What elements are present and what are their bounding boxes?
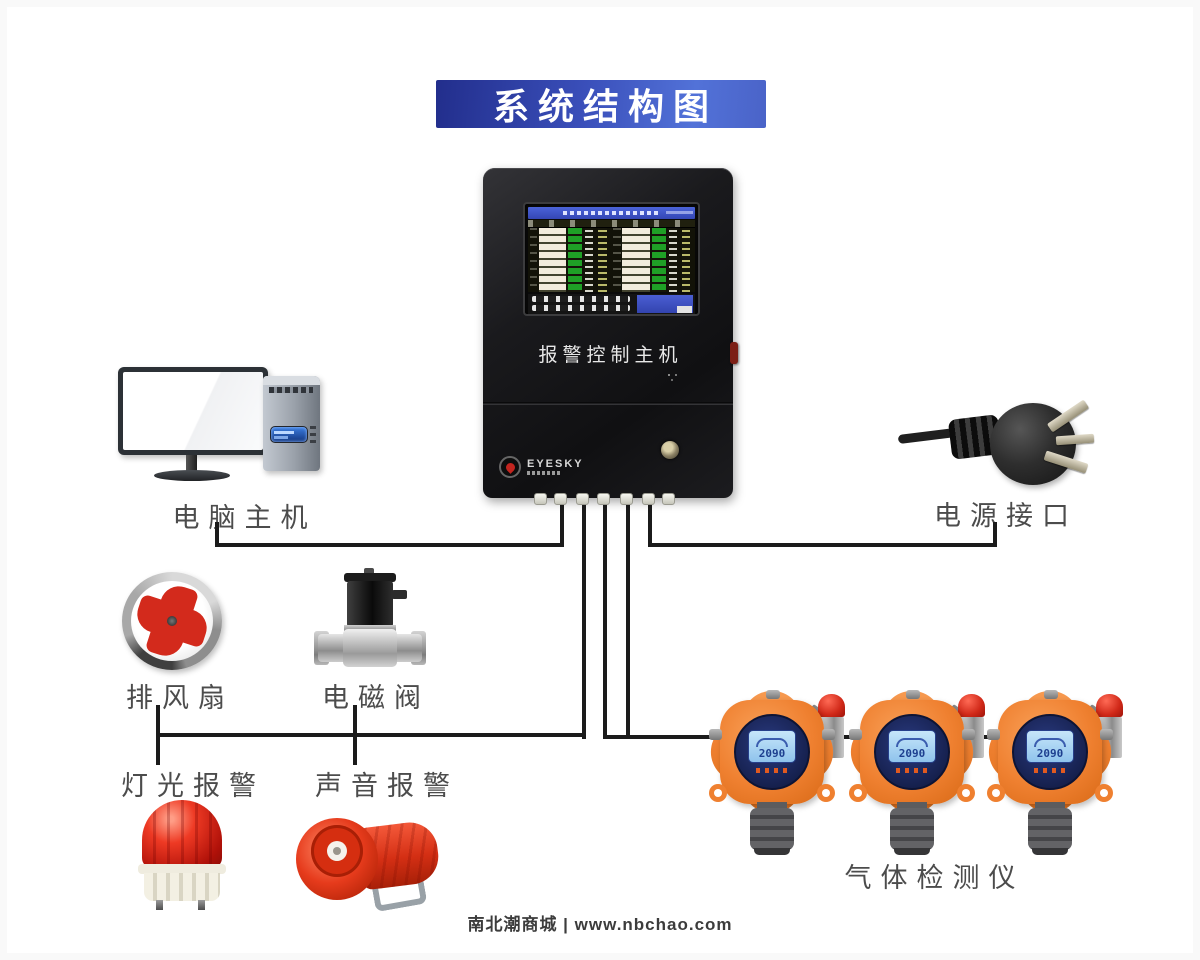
detector-reading: 2090	[758, 747, 786, 760]
wire-computer-h	[215, 543, 564, 547]
title-banner: 系统结构图	[436, 80, 766, 128]
channel-group-1	[529, 228, 612, 292]
detector-reading: 2090	[1036, 747, 1064, 760]
wire-actuator-bus	[156, 733, 586, 737]
detector-sensor	[890, 808, 934, 850]
door-seam	[483, 402, 733, 405]
beacon-dome	[142, 800, 222, 868]
controller-label: 报警控制主机	[538, 345, 683, 366]
exhaust-fan	[122, 572, 222, 670]
buzzer-vent-icon	[666, 372, 680, 382]
horn-speaker	[296, 810, 448, 918]
brand-logo: EYESKY	[499, 456, 584, 478]
gas-detector-3: 2090	[976, 678, 1135, 858]
brand-subtext	[527, 471, 561, 475]
alarm-controller: 报警控制主机 EYESKY	[483, 168, 738, 505]
detector-lcd: 2090	[1026, 730, 1074, 763]
valve-label: 电磁阀	[322, 683, 430, 713]
gas-detector-2: 2090	[838, 678, 997, 858]
screen-channel-table	[528, 228, 695, 292]
sound-alarm-label: 声音报警	[315, 771, 459, 801]
wire-port1-v	[560, 499, 564, 547]
solenoid-valve	[314, 568, 426, 668]
wire-valve-drop	[353, 705, 357, 765]
channel-group-2	[613, 228, 695, 292]
diagram-title: 系统结构图	[492, 86, 718, 127]
controller-screen	[523, 202, 700, 316]
screen-status-strip	[528, 294, 695, 314]
door-lock	[661, 441, 679, 459]
wire-port3-v	[603, 499, 607, 739]
screen-column-header	[528, 220, 695, 228]
computer-label: 电脑主机	[172, 503, 317, 533]
power-label: 电源接口	[934, 501, 1078, 531]
fan-label: 排风扇	[126, 683, 234, 713]
detector-sensor	[750, 808, 794, 850]
brand-name: EYESKY	[527, 458, 584, 470]
detector-lcd: 2090	[748, 730, 796, 763]
site-watermark: 南北潮商城 | www.nbchao.com	[467, 915, 733, 934]
light-alarm-label: 灯光报警	[121, 771, 265, 801]
wire-power-h	[648, 543, 997, 547]
beacon-light	[132, 800, 232, 910]
wire-power-v	[648, 499, 652, 547]
monitor-base	[154, 470, 230, 481]
side-switch	[730, 342, 738, 364]
monitor-stand	[186, 455, 197, 472]
wire-computer-drop	[215, 522, 219, 547]
gas-detector-label: 气体检测仪	[844, 863, 1025, 893]
wire-port2-v	[582, 499, 586, 739]
wire-port4-v	[626, 499, 630, 739]
computer-tower	[263, 376, 320, 471]
screen-titlebar	[528, 207, 695, 219]
power-plug	[897, 395, 1095, 491]
plug-prong	[1055, 433, 1095, 446]
eye-logo-icon	[499, 456, 521, 478]
valve-coil	[347, 581, 393, 627]
wire-power-drop	[993, 522, 997, 547]
detector-reading: 2090	[898, 747, 926, 760]
detector-lcd: 2090	[888, 730, 936, 763]
tower-display	[270, 426, 308, 443]
computer-monitor	[118, 367, 268, 455]
detector-sensor	[1028, 808, 1072, 850]
wire-detector-bus	[603, 735, 730, 739]
gas-detector-1: 2090	[698, 678, 857, 858]
wire-fan-drop	[156, 705, 160, 765]
wire-det1-det2	[826, 735, 862, 739]
